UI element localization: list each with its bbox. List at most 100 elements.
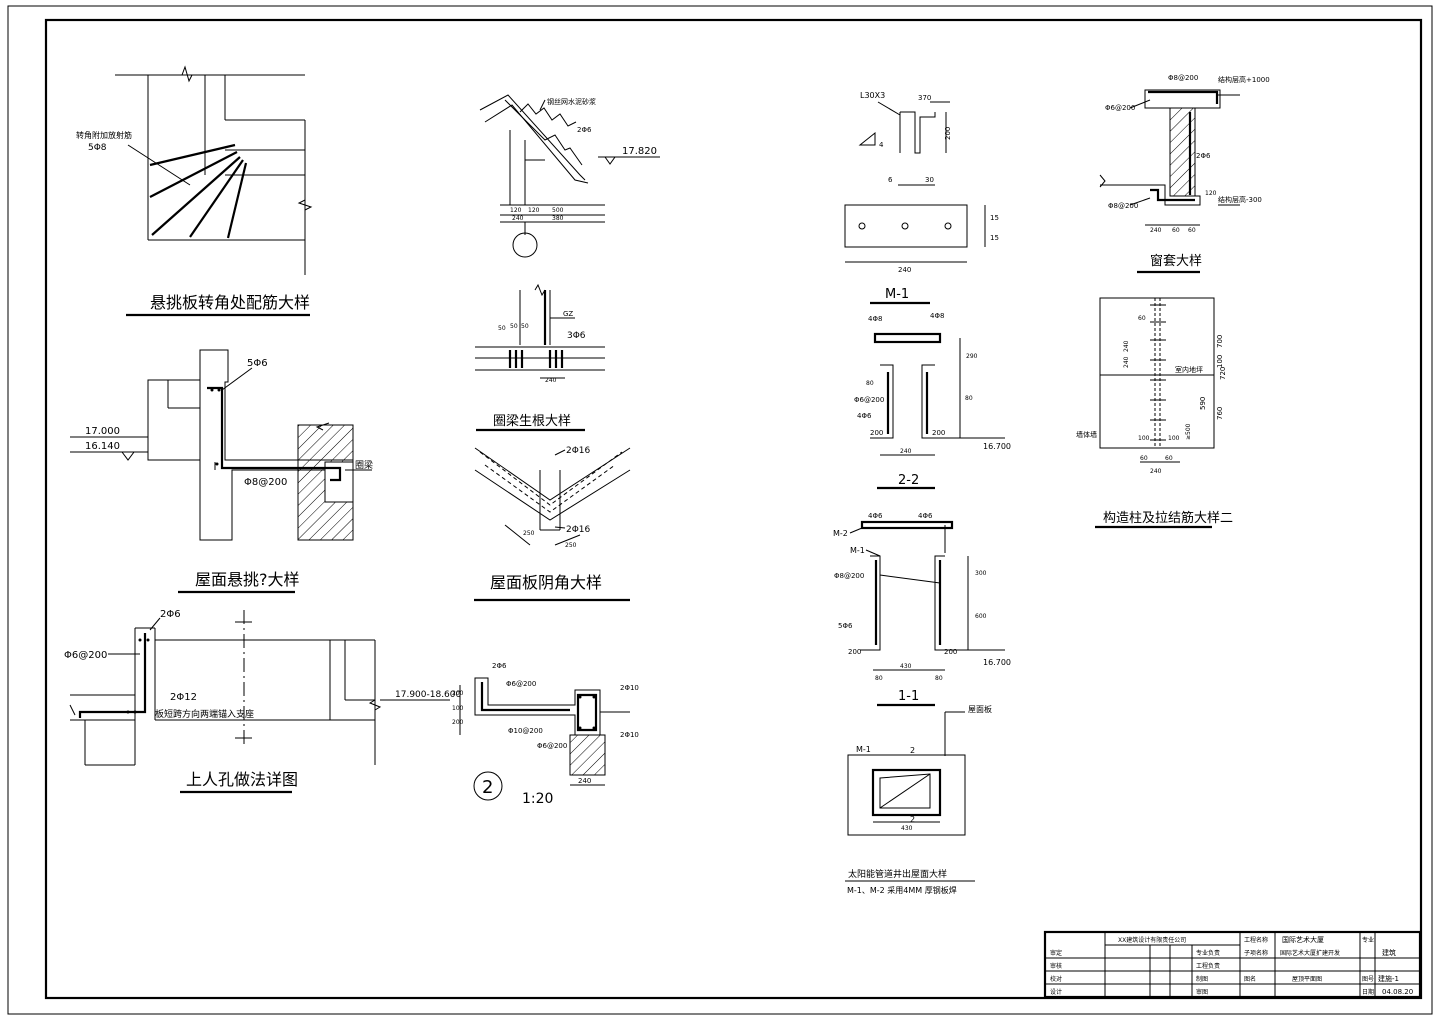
tie-dim-9: 60 (1165, 455, 1173, 462)
sill-dim-1: 60 (1172, 227, 1180, 234)
ring-beam-dim-1: 50 (510, 323, 518, 330)
detail-tie-column: 墙体墙 室内地坪 60 240 240 720 590 100 100 ≥500… (1076, 297, 1233, 529)
section2-bar-1: Φ6@200 (506, 680, 536, 688)
tb-col-3: 审图 (1196, 988, 1208, 996)
corner-bar-top: 2Φ16 (566, 446, 591, 456)
tie-dim-7: ≥500 (1185, 423, 1192, 440)
manhole-elev: 17.900-18.600 (395, 690, 462, 700)
tb-subproject: 国际艺术大厦扩建开发 (1280, 949, 1340, 957)
roof-cantilever-title: 屋面悬挑?大样 (195, 570, 300, 589)
tb-row-0: 审定 (1050, 949, 1062, 957)
tb-discipline: 建筑 (1382, 948, 1396, 957)
solar-m-label: M-1 (856, 745, 871, 754)
detail-section-2: 2Φ6 Φ6@200 2Φ10 Φ10@200 Φ6@200 2Φ10 200 … (452, 662, 639, 807)
inner-border (44, 18, 1423, 1000)
tb-drawing: 屋顶平面图 (1292, 976, 1322, 983)
s22-dim-4: 240 (900, 448, 912, 455)
detail-l-angle: L30X3 370 200 4 6 30 15 15 240 M-1 (844, 91, 999, 305)
tie-dim-2: 240 (1123, 356, 1130, 368)
tb-company: XX建筑设计有限责任公司 (1118, 936, 1186, 944)
sill-bar-0: Φ8@200 (1168, 74, 1198, 82)
section2-bar-5: 2Φ10 (620, 731, 639, 739)
section2-bar-3: Φ10@200 (508, 727, 543, 735)
tb-row-2: 校对 (1050, 975, 1062, 983)
angle-dim-1: 200 (944, 127, 952, 140)
tie-label-left: 墙体墙 (1076, 430, 1097, 439)
sill-bar-3: Φ8@200 (1108, 202, 1138, 210)
corner-dim-1: 250 (565, 542, 577, 549)
section2-dim-0: 200 (452, 690, 464, 697)
tie-dim-3: 720 (1219, 367, 1227, 380)
s11-dim-2: 430 (900, 663, 912, 670)
sill-elev-bottom: 结构层高-300 (1218, 195, 1262, 204)
sill-bar-1: Φ6@200 (1105, 104, 1135, 112)
angle-dim-0: 370 (918, 94, 931, 102)
detail-roof-cantilever: 5Φ6 17.000 16.140 Φ8@200 圈梁 屋面悬挑?大样 (70, 349, 373, 594)
corner-bar-bottom: 2Φ16 (566, 525, 591, 535)
tb-col-1: 工程负责 (1196, 962, 1220, 970)
solar-mark-bottom: 2 (910, 815, 915, 824)
cantilever-elev-top: 17.000 (85, 426, 120, 437)
tb-row-3: 设计 (1050, 988, 1062, 996)
s22-bar-3: 4Φ6 (857, 412, 872, 420)
cantilever-beam-label: 圈梁 (355, 459, 373, 471)
sill-dim-0: 240 (1150, 227, 1162, 234)
detail-roof-corner: 2Φ16 2Φ16 250 250 屋面板阴角大样 (474, 446, 631, 602)
cantilever-dist-bar: Φ8@200 (244, 477, 287, 488)
s11-dim-4: 80 (935, 675, 943, 682)
eave-dim-4: 380 (552, 215, 564, 222)
detail-section-2-2: 4Φ8 4Φ8 Φ6@200 4Φ6 80 200 290 200 240 80… (854, 312, 1011, 490)
manhole-bottom-bar: 2Φ12 (170, 692, 197, 703)
solar-dim: 430 (901, 825, 913, 832)
solar-subtitle: M-1、M-2 采用4MM 厚钢板焊 (847, 885, 957, 895)
tie-dim-1: 240 (1123, 340, 1130, 352)
section2-dim-2: 200 (452, 719, 464, 726)
angle-dim-3: 30 (925, 176, 934, 184)
manhole-note: 板短跨方向两端锚入支座 (155, 708, 254, 720)
s11-dim-3: 80 (875, 675, 883, 682)
sec22-title: 2-2 (898, 473, 919, 488)
sill-dim-2: 60 (1188, 227, 1196, 234)
outer-border (7, 5, 1433, 1015)
s22-bar-2: Φ6@200 (854, 396, 884, 404)
tie-column-title: 构造柱及拉结筋大样二 (1103, 510, 1233, 526)
m1-title: M-1 (885, 287, 909, 302)
tie-label-right: 室内地坪 (1175, 365, 1203, 374)
solar-mark-top: 2 (910, 746, 915, 755)
s22-bar-0: 4Φ8 (868, 315, 882, 323)
tb-sheet-label: 图号 (1362, 976, 1374, 983)
ring-beam-dim-3: 240 (545, 377, 557, 384)
roof-corner-title: 屋面板阴角大样 (490, 573, 602, 592)
ring-beam-dim-0: 50 (498, 325, 506, 332)
sill-dim-3: 120 (1205, 190, 1217, 197)
section2-index: 2 (482, 777, 493, 798)
section2-dim-3: 240 (578, 777, 591, 785)
sill-bar-2: 2Φ6 (1196, 152, 1211, 160)
s11-bar-0: 4Φ6 (868, 512, 883, 520)
sec11-title: 1-1 (898, 689, 919, 704)
s11-dim-5: 300 (975, 570, 987, 577)
eave-dim-0: 120 (510, 207, 522, 214)
tie-dim-6: 100 (1168, 435, 1180, 442)
ring-beam-dim-2: 50 (521, 323, 529, 330)
tie-dim-0: 60 (1138, 315, 1146, 322)
detail-eave: 钢丝网水泥砂浆 2Φ6 17.820 120 120 500 240 380 (479, 94, 660, 258)
tb-sheet-no: 建施-1 (1378, 974, 1399, 983)
s22-dim-2: 290 (966, 353, 978, 360)
s22-dim-5: 80 (965, 395, 973, 402)
sill-title: 窗套大样 (1150, 253, 1202, 269)
s11-m-0: M-2 (833, 529, 848, 538)
corner-dim-0: 250 (523, 530, 535, 537)
solar-title: 太阳能管道井出屋面大样 (848, 868, 947, 880)
manhole-side-bar: Φ6@200 (64, 650, 107, 661)
section2-dim-1: 100 (452, 705, 464, 712)
cantilever-elev-bottom: 16.140 (85, 441, 120, 452)
ring-beam-gz: GZ (563, 310, 573, 318)
tie-dim-13: 100 (1216, 355, 1224, 368)
tb-drawing-label: 图名 (1244, 975, 1256, 983)
corner-note: 转角附加放射筋 (76, 130, 132, 140)
tb-date-label: 日期 (1362, 988, 1374, 996)
angle-dim-5: 15 (990, 234, 999, 242)
angle-label: L30X3 (860, 91, 885, 100)
